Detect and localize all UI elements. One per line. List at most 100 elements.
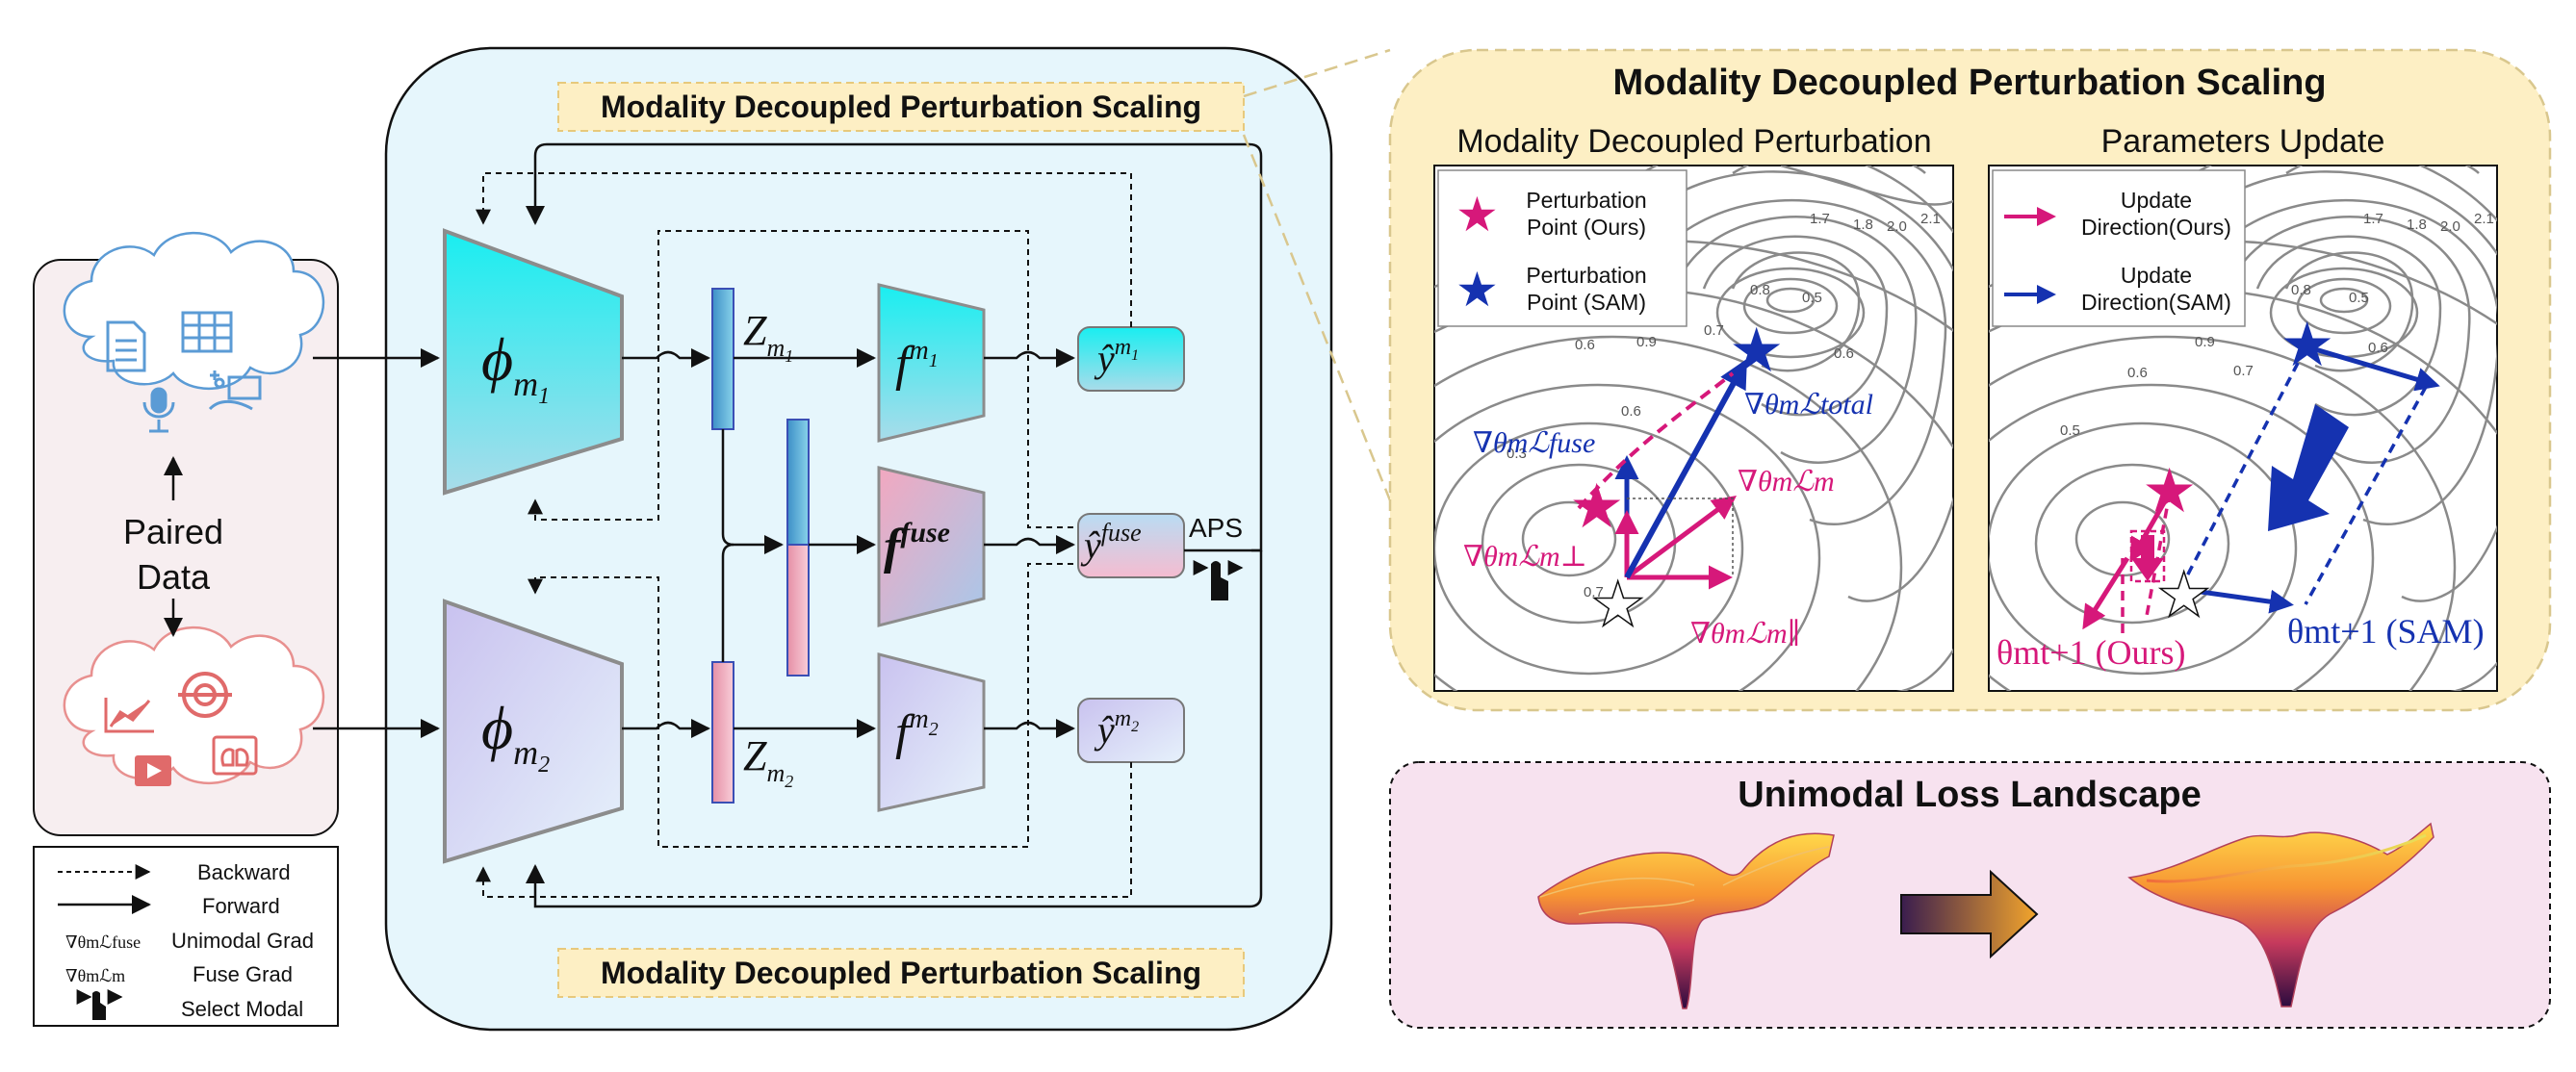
svg-text:2.0: 2.0: [1887, 218, 1907, 235]
svg-text:0.7: 0.7: [1704, 322, 1724, 339]
svg-text:0.7: 0.7: [1584, 584, 1604, 600]
bottom-banner-text: Modality Decoupled Perturbation Scaling: [601, 956, 1201, 990]
svg-text:0.8: 0.8: [2291, 282, 2311, 298]
contour-lines-left: [1434, 166, 1953, 691]
svg-text:0.5: 0.5: [2060, 422, 2080, 439]
lung-scan-icon: [212, 735, 258, 776]
connector-bottom: [1242, 134, 1392, 501]
aps-select-hand-icon: [1193, 560, 1244, 600]
svg-text:θmt+1 (SAM): θmt+1 (SAM): [2287, 612, 2485, 651]
head-fuse: [877, 466, 986, 627]
encoder-m2-label: ϕm2: [481, 694, 550, 778]
legend-left: [1437, 169, 1687, 327]
svg-text:∇θmℒtotal: ∇θmℒtotal: [1744, 389, 1873, 421]
svg-text:2.0: 2.0: [2440, 218, 2460, 235]
svg-text:∇θmℒm: ∇θmℒm: [1738, 466, 1835, 498]
contour-labels-right: 0.5 0.6 0.7 0.8 0.5 0.6 0.9 1.7 1.8 2.0 …: [2060, 211, 2494, 439]
chart-icon: [104, 698, 154, 733]
ours-star-left: ★: [1569, 472, 1624, 541]
output-y2-label: ŷm2: [1094, 706, 1139, 752]
patient-report-icon: [208, 370, 262, 411]
gradient-vectors-left: ★ ★ ★: [1569, 316, 1784, 640]
encoder-m1-label: ϕm1: [481, 325, 550, 409]
legend-unimodal-symbol: ∇θmℒfuse: [65, 932, 141, 952]
paired-data-label-line1: Paired: [123, 512, 223, 551]
mdps-title: Modality Decoupled Perturbation Scaling: [1612, 63, 2326, 103]
update-vectors-right: ★ ★ ★: [2082, 310, 2440, 635]
output-y1-label: ŷm1: [1094, 335, 1139, 380]
svg-text:2.1: 2.1: [2474, 211, 2494, 227]
svg-text:0.6: 0.6: [1834, 345, 1854, 362]
loss-surface-after: [2127, 822, 2434, 1008]
paired-data-label-line2: Data: [137, 557, 211, 597]
svg-text:0.6: 0.6: [1575, 337, 1595, 353]
legend-backward-label: Backward: [197, 860, 291, 884]
legend-unimodal-label: Unimodal Grad: [171, 929, 314, 953]
encoder-m2: [443, 599, 624, 864]
encoder-m1: [443, 228, 624, 496]
origin-star-right: ★: [2156, 560, 2211, 629]
video-icon: [135, 755, 171, 786]
mdps-left-title: Modality Decoupled Perturbation: [1456, 123, 1931, 160]
enc1-to-z1-arrow: [622, 348, 710, 368]
legend-left-ours-marker: ★: [1455, 188, 1499, 242]
legend-right-sam-line1: Update: [2121, 263, 2192, 288]
legend-right-ours-line2: Direction(Ours): [2081, 215, 2231, 240]
vector-labels-left: ∇θmℒfuse ∇θmℒtotal ∇θmℒm ∇θmℒm⊥ ∇θmℒm∥: [1463, 389, 1873, 650]
mdps-right-title: Parameters Update: [2101, 123, 2385, 160]
landscape-title: Unimodal Loss Landscape: [1738, 775, 2201, 815]
svg-text:0.3: 0.3: [1507, 446, 1527, 462]
legend-left-ours-line2: Point (Ours): [1527, 215, 1646, 240]
legend-right-ours-line1: Update: [2121, 188, 2192, 213]
svg-text:∇θmℒm⊥: ∇θmℒm⊥: [1463, 541, 1587, 573]
forward-loop-top: [526, 142, 1263, 552]
legend-forward-label: Forward: [202, 894, 280, 918]
legend-fuse-symbol: ∇θmℒm: [65, 966, 125, 985]
svg-text:1.7: 1.7: [2363, 211, 2383, 227]
z1-label: Zm1: [743, 307, 793, 366]
select-hand-icon: [76, 989, 123, 1020]
z2-to-fuse-path: [721, 543, 734, 662]
image-modality-cloud: [63, 625, 325, 786]
legend-select-label: Select Modal: [181, 997, 303, 1021]
table-icon: [181, 311, 233, 353]
update-labels-right: θmt+1 (Ours) θmt+1 (SAM): [1996, 612, 2485, 672]
svg-text:0.6: 0.6: [2127, 365, 2148, 381]
enc2-to-z2-arrow: [622, 719, 710, 738]
output-yfuse-label: ŷfuse: [1080, 519, 1142, 567]
head1-to-y1-arrow: [984, 348, 1075, 368]
svg-text:1.8: 1.8: [2407, 217, 2427, 233]
svg-text:θmt+1 (Ours): θmt+1 (Ours): [1996, 633, 2186, 672]
ours-star-right: ★: [2142, 456, 2197, 525]
loss-surface-before: [1537, 832, 1835, 1009]
document-icon: [106, 320, 146, 372]
backward-paths: [476, 172, 1132, 898]
origin-star-left: ★: [1590, 570, 1645, 639]
feature-bar-fuse-top: [786, 419, 810, 546]
feature-bar-fuse-bottom: [786, 544, 810, 676]
svg-text:∇θmℒm∥: ∇θmℒm∥: [1690, 618, 1800, 650]
svg-text:0.6: 0.6: [2368, 340, 2388, 356]
text-modality-cloud: [63, 231, 325, 433]
feature-bar-z2: [711, 661, 734, 804]
svg-text:1.7: 1.7: [1810, 211, 1830, 227]
legend-fuse-label: Fuse Grad: [193, 962, 293, 986]
svg-text:2.1: 2.1: [1920, 211, 1941, 227]
legend-left-ours-line1: Perturbation: [1526, 188, 1646, 213]
svg-text:0.5: 0.5: [1802, 290, 1822, 306]
svg-text:0.9: 0.9: [1636, 334, 1657, 350]
svg-text:0.8: 0.8: [1750, 282, 1770, 298]
connector-top: [1243, 48, 1391, 98]
legend-right-sam-line2: Direction(SAM): [2081, 290, 2231, 315]
output-yfuse: [1077, 513, 1185, 578]
contour-labels-left: 0.3 0.6 0.6 0.7 0.7 0.8 0.5 0.6 0.9 1.7 …: [1507, 211, 1941, 600]
microphone-icon: [142, 387, 175, 433]
svg-text:0.5: 0.5: [2349, 290, 2369, 306]
sam-star-right: ★: [2280, 310, 2334, 379]
svg-text:0.9: 0.9: [2195, 334, 2215, 350]
aps-label: APS: [1189, 513, 1243, 543]
top-banner: [557, 82, 1245, 132]
legend-left-sam-marker: ★: [1455, 263, 1499, 317]
